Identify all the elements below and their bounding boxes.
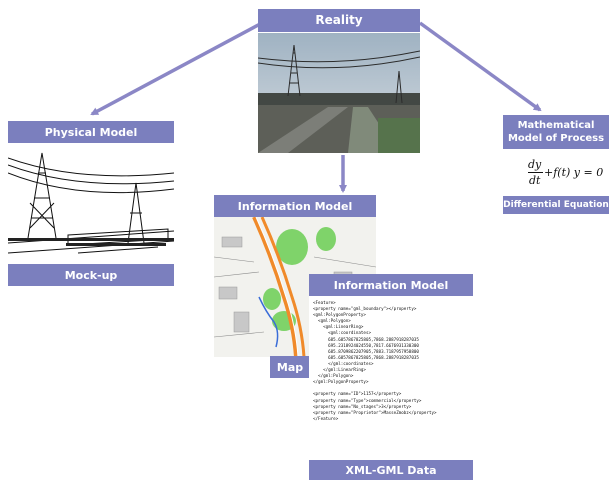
xml-line: </gml:coordinates>	[313, 360, 374, 366]
xml-line: <property name="gml_boundary"></property…	[313, 306, 417, 312]
xml-line: <property name="ID">1157</property>	[313, 391, 402, 397]
info-model-map-caption: Map	[270, 356, 310, 378]
equation-rest: +f(t) y = 0	[544, 166, 604, 179]
physical-model-title: Physical Model	[8, 121, 174, 143]
xml-line: <property name="No_stages">3</property>	[313, 403, 412, 409]
equation-num: dy	[528, 158, 542, 171]
info-model-xml-title: Information Model	[309, 274, 473, 296]
physical-model-sketch	[8, 143, 174, 263]
math-model-caption: Differential Equation	[503, 196, 609, 214]
xml-line: <property name="Proprietor">MasseZmobz</…	[313, 409, 437, 415]
xml-line: </Feature>	[313, 415, 339, 421]
equation-den: dt	[529, 174, 541, 187]
info-model-map-title: Information Model	[214, 195, 376, 217]
xml-line: <gml:PolygonProperty>	[313, 312, 366, 318]
xml-line: </gml:LinearRing>	[313, 367, 366, 373]
equation-fraction-bar	[528, 172, 543, 173]
xml-line: <gml:Polygon>	[313, 318, 351, 324]
xml-line: </gml:PolygonProperty>	[313, 379, 369, 385]
xml-line: 685.6857867825805,7868.2887918287035	[313, 336, 419, 342]
xml-line: <Feature>	[313, 300, 336, 305]
xml-code-panel: <Feature><property name="gml_boundary"><…	[309, 296, 473, 460]
xml-line: </gml:Polygon>	[313, 373, 354, 379]
xml-code: <Feature><property name="gml_boundary"><…	[313, 300, 437, 422]
arrow-reality-to-physical	[90, 21, 263, 116]
info-model-map	[214, 217, 376, 357]
math-model-title: Mathematical Model of Process	[503, 115, 609, 149]
arrow-reality-to-math	[418, 21, 542, 112]
xml-line: 695.2318924024550,7817.6676931330300	[313, 342, 419, 348]
xml-line: 685.8709862207905,7883.7187957958800	[313, 348, 419, 354]
xml-line: <gml:LinearRing>	[313, 324, 364, 330]
reality-title: Reality	[258, 9, 420, 32]
differential-equation: dy dt +f(t) y = 0	[528, 158, 608, 192]
reality-photo	[258, 33, 420, 153]
info-model-xml-caption: XML-GML Data	[309, 460, 473, 480]
physical-model-caption: Mock-up	[8, 264, 174, 286]
xml-line: <gml:coordinates>	[313, 330, 371, 336]
xml-line: <property name="Type">commercial</proper…	[313, 397, 422, 403]
xml-line: 685.6857867825805,7868.2887918287035	[313, 354, 419, 360]
